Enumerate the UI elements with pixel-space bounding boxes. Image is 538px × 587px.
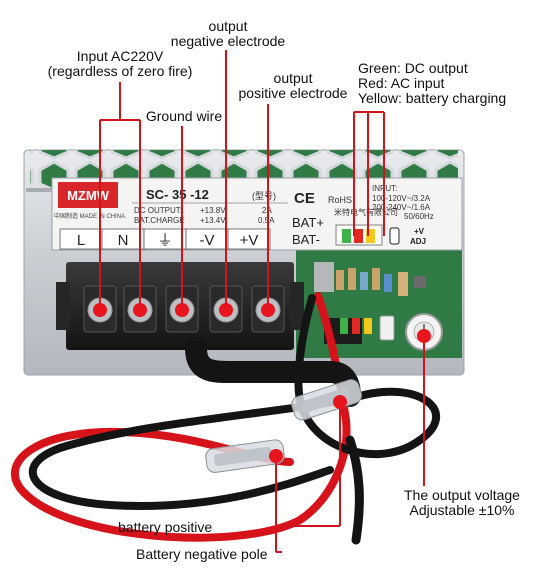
bat-plus-label: BAT+ xyxy=(292,215,324,230)
spade-connector-2 xyxy=(205,439,285,473)
terminal-legend-label: -V xyxy=(200,232,215,249)
spade-connector-1 xyxy=(291,379,363,421)
led-red-window xyxy=(354,229,363,243)
label-output-positive-line1: output xyxy=(273,70,313,86)
bat-charge-label: BAT.CHARGE xyxy=(134,216,185,225)
label-led-green: Green: DC output xyxy=(358,60,468,76)
terminal-legend-label: L xyxy=(77,232,85,249)
terminal-legend-cell xyxy=(227,228,271,250)
brand-logo xyxy=(58,182,118,208)
dc-output-label: DC OUTPUT: xyxy=(134,206,182,215)
callout-dot xyxy=(175,303,189,317)
made-in-text: 中国制造 MADE IN CHINA xyxy=(54,212,125,220)
brand-text: MZMW xyxy=(67,188,110,203)
label-input-ac: Input AC220V (regardless of zero fire) xyxy=(34,49,206,79)
dc-output-voltage: +13.8V xyxy=(200,206,226,215)
input-spec-1: 100-120V~/3.2A xyxy=(372,194,431,203)
label-battery-positive-text: battery positive xyxy=(118,519,213,535)
callout-dot xyxy=(133,303,147,317)
terminal-legend-label: ⏚ xyxy=(157,232,172,249)
label-output-positive-line2: positive electrode xyxy=(238,85,348,101)
callout-dot xyxy=(261,303,275,317)
ce-mark: CE xyxy=(294,190,315,207)
callout-dot xyxy=(269,449,283,463)
label-ground-wire-text: Ground wire xyxy=(145,108,223,124)
label-led-red: Red: AC input xyxy=(358,75,445,91)
callout-dot xyxy=(417,329,431,343)
model-note: (型号) xyxy=(252,191,276,201)
bat-minus-label: BAT- xyxy=(292,232,320,247)
maker-name: 米特电气有限公司 xyxy=(334,207,398,217)
callout-dot xyxy=(93,303,107,317)
label-leds: Green: DC output Red: AC input Yellow: b… xyxy=(358,61,532,106)
input-spec-3: 50/60Hz xyxy=(404,212,434,221)
led-green-window xyxy=(342,229,351,243)
label-output-negative: output negative electrode xyxy=(160,19,296,49)
label-input-ac-line1: Input AC220V xyxy=(76,48,164,64)
label-battery-negative: Battery negative pole xyxy=(136,547,286,562)
adj-bottom-label: ADJ xyxy=(410,237,426,246)
label-ground-wire: Ground wire xyxy=(136,109,232,124)
label-led-yellow: Yellow: battery charging xyxy=(358,90,507,106)
label-battery-negative-text: Battery negative pole xyxy=(136,546,268,562)
label-input-ac-line2: (regardless of zero fire) xyxy=(47,63,193,79)
input-spec-2: 200-240V~/1.6A xyxy=(372,203,431,212)
terminal-legend: L N ⏚ -V +V xyxy=(59,228,271,250)
adj-top-label: +V xyxy=(414,227,425,236)
callout-dot xyxy=(333,395,347,409)
label-voltage-adjust: The output voltage Adjustable ±10% xyxy=(392,488,532,518)
callout-dot xyxy=(219,303,233,317)
label-battery-positive: battery positive xyxy=(118,520,238,535)
callout-lines xyxy=(99,50,425,553)
label-voltage-adjust-line2: Adjustable ±10% xyxy=(409,502,515,518)
terminal-legend-label: N xyxy=(118,232,129,249)
model-text: SC- 35 -12 xyxy=(146,187,209,202)
rohs-mark: RoHS xyxy=(328,195,352,205)
terminal-legend-label: +V xyxy=(240,232,259,249)
led-yellow-window xyxy=(366,229,375,243)
callout-markers xyxy=(93,303,431,463)
label-output-positive: output positive electrode xyxy=(230,71,356,101)
bat-charge-voltage: +13.4V xyxy=(200,216,226,225)
bat-charge-current: 0.5A xyxy=(258,216,275,225)
label-panel: MZMW 中国制造 MADE IN CHINA SC- 35 -12 (型号) … xyxy=(51,177,463,251)
label-output-negative-line1: output xyxy=(208,18,248,34)
label-voltage-adjust-line1: The output voltage xyxy=(404,487,520,503)
label-output-negative-line2: negative electrode xyxy=(170,33,286,49)
